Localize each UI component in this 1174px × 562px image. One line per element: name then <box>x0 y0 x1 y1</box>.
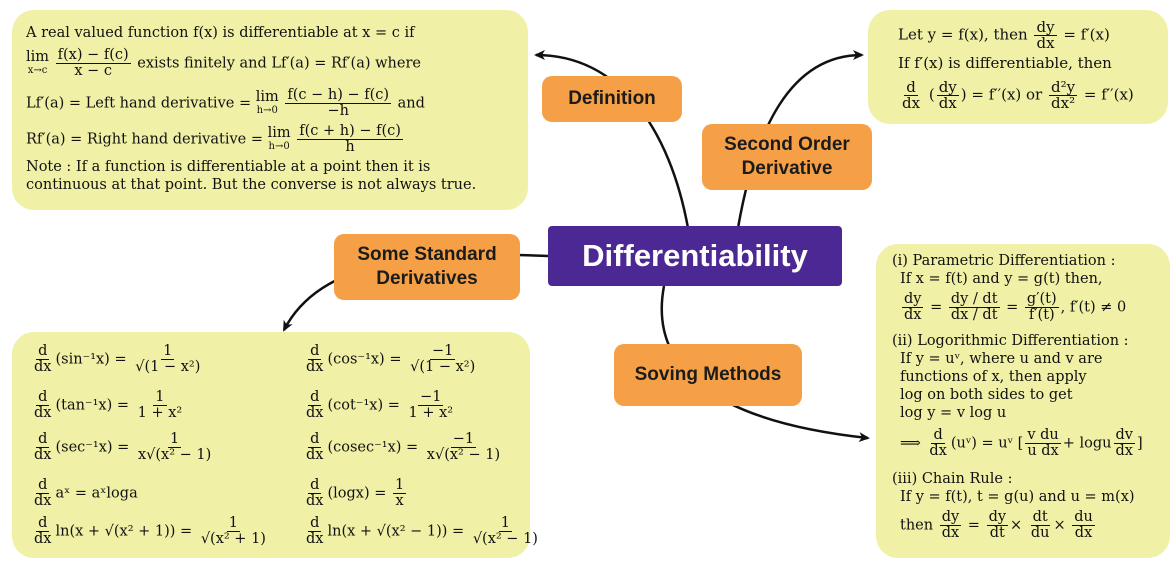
definition-box: A real valued function f(x) is different… <box>12 10 528 210</box>
def-note2: continuous at that point. But the conver… <box>26 177 477 193</box>
method-l1: (ii) Logorithmic Differentiation : <box>892 333 1129 349</box>
solving-methods-box: (i) Parametric Differentiation : If x = … <box>876 244 1170 558</box>
method-c1: (iii) Chain Rule : <box>892 471 1013 487</box>
def-line1: A real valued function f(x) is different… <box>26 25 415 41</box>
method-l2: If y = uᵛ, where u and v are <box>900 351 1103 367</box>
method-l4: log on both sides to get <box>900 387 1073 403</box>
method-l3: functions of x, then apply <box>900 369 1087 385</box>
second-line2: If f′(x) is differentiable, then <box>898 54 1112 72</box>
method-p1: (i) Parametric Differentiation : <box>892 253 1116 269</box>
method-l5: log y = v log u <box>900 405 1007 421</box>
label-definition: Definition <box>542 76 682 122</box>
method-c2: If y = f(t), t = g(u) and u = m(x) <box>900 489 1135 505</box>
def-note1: Note : If a function is differentiable a… <box>26 159 431 175</box>
center-title: Differentiability <box>548 226 842 286</box>
method-p2: If x = f(t) and y = g(t) then, <box>900 271 1103 287</box>
label-solving-methods: Soving Methods <box>614 344 802 406</box>
